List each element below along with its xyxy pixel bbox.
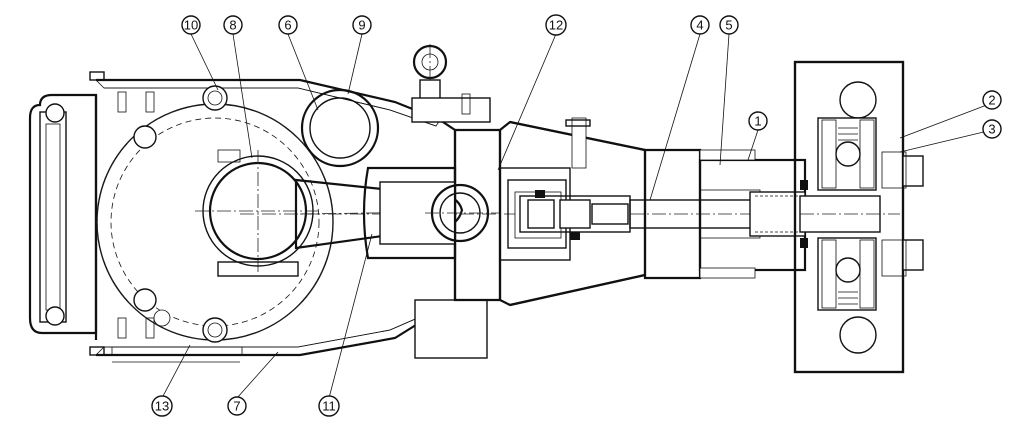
crankcase-end-cover [28,93,98,340]
callout-2: 2 [982,90,1002,110]
fluid-end-valve-block [793,60,924,374]
callout-11-label: 11 [322,399,336,414]
callout-7: 7 [227,396,247,416]
callout-8: 8 [223,15,243,35]
lifting-eye-bolt [411,44,491,123]
callout-9: 9 [352,15,372,35]
callout-5: 5 [719,15,739,35]
callout-6-label: 6 [284,18,291,33]
callout-10-label: 10 [184,18,198,33]
callout-13: 13 [151,395,173,417]
callout-7-label: 7 [233,399,240,414]
crank-disk [96,85,334,343]
callout-4: 4 [690,15,710,35]
callout-1-label: 1 [754,114,761,129]
callout-3: 3 [982,119,1002,139]
callout-10: 10 [181,15,201,35]
callout-13-label: 13 [155,399,169,414]
callout-4-label: 4 [696,18,703,33]
callout-12: 12 [545,14,567,36]
roller-bearing [300,88,380,168]
callout-1: 1 [748,111,768,131]
callout-8-label: 8 [229,18,236,33]
callout-12-label: 12 [549,18,563,33]
plunger-coupling [519,190,631,240]
leader-lines [161,33,993,399]
callout-11: 11 [318,395,340,417]
callout-2-label: 2 [988,93,995,108]
callout-6: 6 [278,15,298,35]
stuffing-box [699,149,756,279]
crosshead-housing [362,166,500,359]
callout-3-label: 3 [988,122,995,137]
callout-9-label: 9 [358,18,365,33]
crosshead-guide-frame [453,117,647,307]
crankshaft-journal [195,149,320,277]
callout-5-label: 5 [725,18,732,33]
